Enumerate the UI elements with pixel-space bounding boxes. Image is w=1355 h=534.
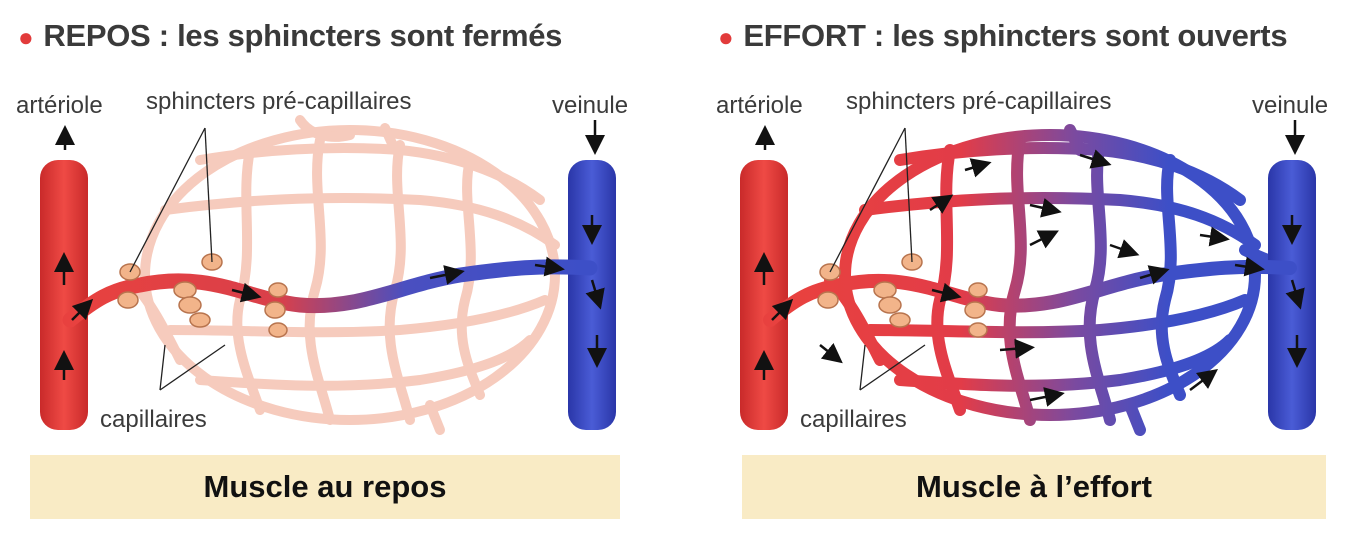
veinule-vessel <box>568 160 616 430</box>
panel-heading: ●REPOS : les sphincters sont fermés <box>18 18 563 53</box>
pre-capillary-sphincters <box>817 253 988 338</box>
label-leader-lines <box>829 127 926 391</box>
arteriole-label: artériole <box>716 92 803 119</box>
flow-arrows <box>754 120 1307 407</box>
veinule-label: veinule <box>1252 92 1329 119</box>
bullet-icon: ● <box>18 22 34 52</box>
arteriole-vessel <box>740 160 788 430</box>
capillaries-label: capillaires <box>100 406 207 433</box>
rest-circulation-diagram <box>40 115 616 435</box>
label-leader-lines <box>129 127 226 391</box>
sphincters-label: sphincters pré-capillaires <box>146 88 412 115</box>
flow-arrows <box>54 120 607 380</box>
arteriole-label: artériole <box>16 92 103 119</box>
veinule-label: veinule <box>552 92 629 119</box>
panel-rest: ●REPOS : les sphincters sont fermés <box>0 0 670 534</box>
sphincters-label: sphincters pré-capillaires <box>846 88 1112 115</box>
panel-effort: ●EFFORT : les sphincters sont ouverts <box>700 0 1355 534</box>
capillaries-label: capillaires <box>800 406 907 433</box>
pre-capillary-sphincters <box>117 253 288 338</box>
veinule-vessel <box>1268 160 1316 430</box>
arteriole-vessel <box>40 160 88 430</box>
panel-caption: Muscle au repos <box>30 455 620 519</box>
panel-heading: ●EFFORT : les sphincters sont ouverts <box>718 18 1288 53</box>
shunt-vessel <box>62 259 598 328</box>
shunt-vessel <box>763 259 1297 327</box>
panel-caption: Muscle à l’effort <box>742 455 1326 519</box>
effort-circulation-diagram <box>740 120 1316 436</box>
bullet-icon: ● <box>718 22 734 52</box>
